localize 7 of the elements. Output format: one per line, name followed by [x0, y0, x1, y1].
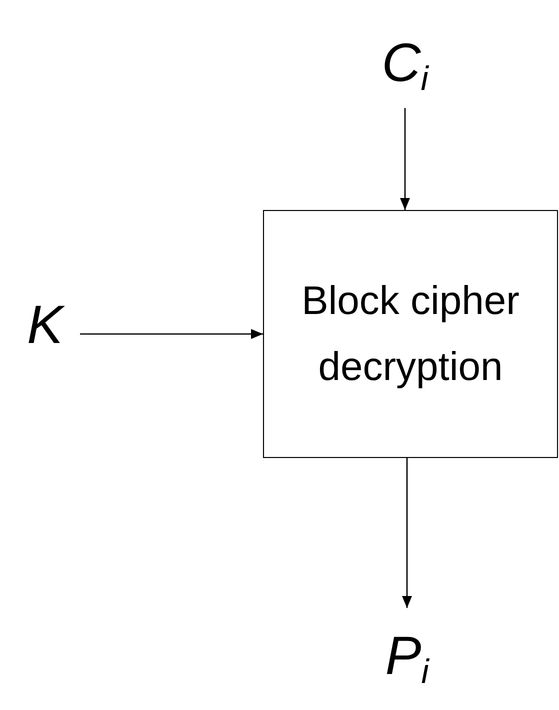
variable-label: K	[10, 280, 80, 370]
variable-label: C$_{i}$	[360, 18, 450, 108]
arrow	[400, 108, 410, 210]
arrow	[80, 329, 263, 339]
variable-label: P$_{i}$	[362, 608, 452, 704]
arrow	[402, 458, 412, 608]
process-box: Block cipher decryption	[263, 210, 558, 458]
